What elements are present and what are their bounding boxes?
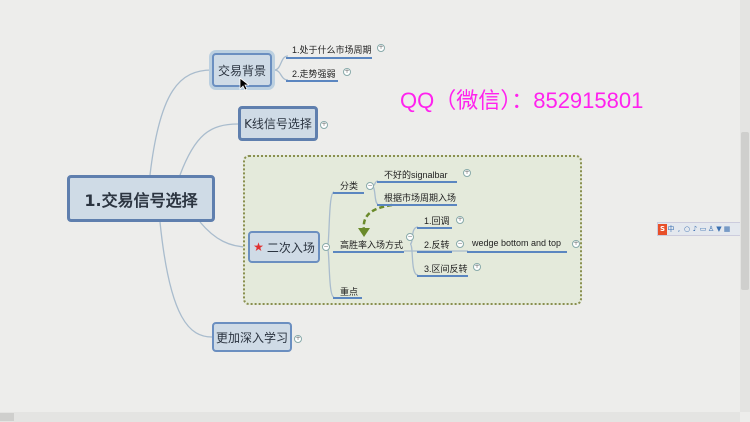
subtopic-market-cycle-entry[interactable]: 根据市场周期入场 — [384, 193, 457, 203]
scrollbar-thumb[interactable] — [741, 132, 749, 290]
topic-second-entry[interactable]: ★二次入场 — [248, 231, 320, 263]
subtopic-high-prob-entry[interactable]: 高胜率入场方式 — [340, 240, 404, 250]
chinese-mode-icon: 中 — [667, 224, 675, 233]
watermark: QQ（微信）：852915801 — [400, 88, 644, 113]
expand-icon[interactable]: + — [320, 121, 328, 129]
collapse-icon[interactable]: − — [322, 243, 330, 251]
central-topic[interactable]: 1.交易信号选择 — [67, 175, 215, 222]
subtopic-reversal[interactable]: 2.反转 — [424, 240, 450, 250]
topic-deeper-study[interactable]: 更加深入学习 — [212, 322, 292, 352]
punctuation-icon: , — [677, 224, 681, 233]
user-icon: ♙ — [707, 224, 715, 233]
boundary — [243, 155, 582, 305]
emoji-icon: ○ — [683, 224, 691, 233]
expand-icon[interactable]: + — [456, 216, 464, 224]
collapse-icon[interactable]: − — [366, 182, 374, 190]
tools-icon: ▦ — [723, 224, 731, 233]
collapse-icon[interactable]: − — [456, 240, 464, 248]
subtopic-range-reversal[interactable]: 3.区间反转 — [424, 264, 468, 274]
expand-icon[interactable]: + — [343, 68, 351, 76]
topic-kline-signal[interactable]: K线信号选择 — [238, 106, 318, 141]
scrollbar-thumb[interactable] — [0, 413, 14, 421]
mic-icon: ♪ — [692, 224, 698, 233]
collapse-icon[interactable]: − — [406, 233, 414, 241]
expand-icon[interactable]: + — [294, 335, 302, 343]
vertical-scrollbar[interactable] — [740, 0, 750, 412]
expand-icon[interactable]: + — [473, 263, 481, 271]
subtopic-market-cycle[interactable]: 1.处于什么市场周期 — [292, 45, 372, 55]
star-icon: ★ — [253, 240, 264, 254]
expand-icon[interactable]: + — [463, 169, 471, 177]
subtopic-trend-strength[interactable]: 2.走势强弱 — [292, 69, 336, 79]
topic-label: 二次入场 — [266, 240, 315, 255]
mouse-cursor-icon — [239, 77, 249, 91]
sogou-logo-icon: S — [658, 223, 667, 235]
keyboard-icon: ▭ — [699, 224, 707, 233]
subtopic-key-points[interactable]: 重点 — [340, 287, 359, 297]
expand-icon[interactable]: + — [377, 44, 385, 52]
subtopic-classify[interactable]: 分类 — [340, 181, 359, 191]
subtopic-pullback[interactable]: 1.回调 — [424, 216, 450, 226]
subtopic-bad-signalbar[interactable]: 不好的signalbar — [384, 170, 448, 180]
skin-icon: ▼ — [716, 224, 722, 233]
subtopic-wedge[interactable]: wedge bottom and top — [472, 238, 562, 248]
expand-icon[interactable]: + — [572, 240, 580, 248]
horizontal-scrollbar[interactable] — [0, 412, 740, 422]
